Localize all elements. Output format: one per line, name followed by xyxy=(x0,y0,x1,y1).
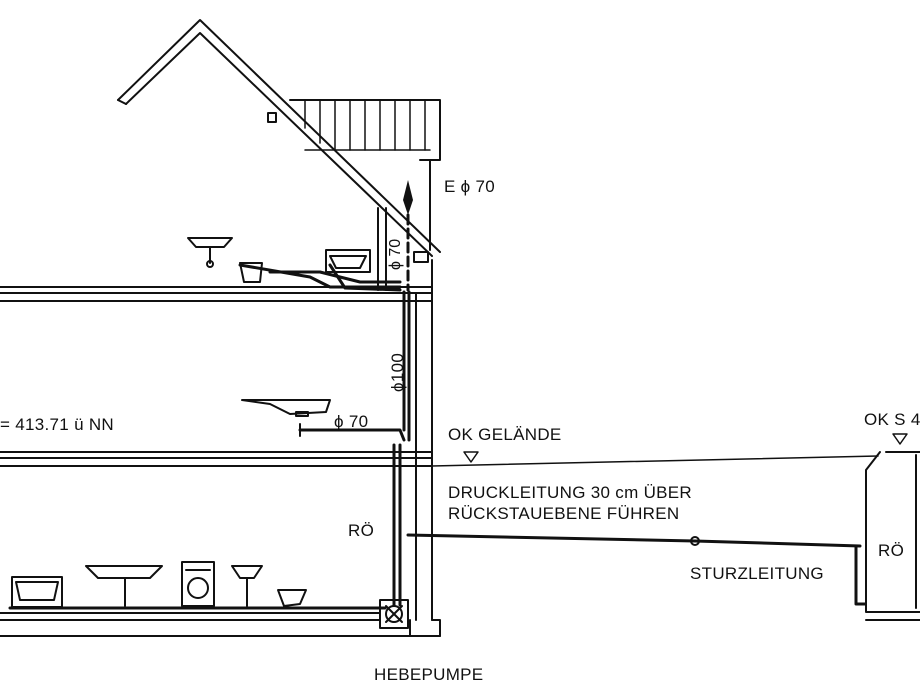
ground-line xyxy=(431,455,879,467)
street-level-label: OK S 4 xyxy=(864,410,920,429)
fixtures-upper-floor xyxy=(187,237,371,283)
vent-arrow-icon xyxy=(403,180,413,215)
cleanout-left-label: RÖ xyxy=(348,521,374,540)
elevation-label: = 413.71 ü NN xyxy=(0,415,114,434)
upper-pipe-label: ϕ 70 xyxy=(387,239,404,270)
cleanout-right-label: RÖ xyxy=(878,541,904,560)
fixtures-middle-floor xyxy=(241,399,331,437)
pump-label: HEBEPUMPE xyxy=(374,665,483,684)
ground-level-marker-icon xyxy=(463,451,479,463)
street-manhole xyxy=(865,451,920,621)
roof xyxy=(117,19,441,291)
pressure-line-label-2: RÜCKSTAUEBENE FÜHREN xyxy=(448,504,679,523)
exterior-wall xyxy=(415,259,433,621)
pressure-line-pipe xyxy=(406,533,697,543)
ground-level-label: OK GELÄNDE xyxy=(448,425,562,444)
street-level-marker-icon xyxy=(892,433,908,445)
vent-pipe-label: E ϕ 70 xyxy=(444,177,495,196)
hebepumpe-symbol xyxy=(379,599,409,629)
middle-pipe-label: ϕ 70 xyxy=(334,412,368,431)
main-stack-label: ϕ100 xyxy=(388,353,407,392)
pressure-line-label-1: DRUCKLEITUNG 30 cm ÜBER xyxy=(448,483,692,502)
drain-pipes xyxy=(8,213,867,610)
drop-pipe-label: STURZLEITUNG xyxy=(690,564,824,583)
fixtures-basement xyxy=(11,561,307,608)
pipe-joint xyxy=(690,536,700,546)
floor-slabs xyxy=(0,286,441,637)
